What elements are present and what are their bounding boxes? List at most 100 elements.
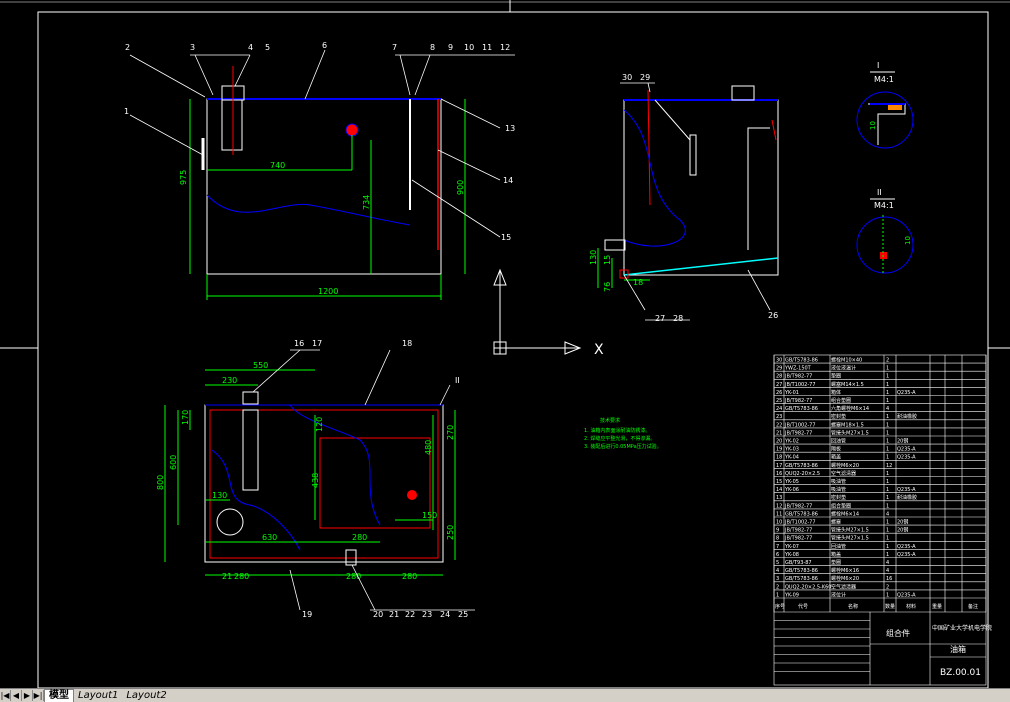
note-2: 2. 焊缝应平整光滑，不得渗漏。 xyxy=(584,435,655,442)
callout-20: 20 xyxy=(373,610,383,619)
callout-6: 6 xyxy=(322,41,327,50)
dim-plan-438: 438 xyxy=(311,473,320,488)
callout-22: 22 xyxy=(405,610,415,619)
last-tab-button[interactable]: ▶| xyxy=(33,690,44,701)
parts-list-cell-qty: 1 xyxy=(886,390,889,396)
parts-list-cell-name: 箱盖 xyxy=(831,551,841,558)
dim-front-975: 975 xyxy=(179,170,188,185)
detail-1: I M4:1 10 xyxy=(856,61,914,149)
parts-list-cell-qty: 2 xyxy=(886,584,889,590)
parts-list-cell-qty: 2 xyxy=(886,358,889,364)
dim-front-900: 900 xyxy=(456,180,465,195)
parts-list-cell-no: 6 xyxy=(776,552,779,558)
parts-list-cell-code: GB/T5783-86 xyxy=(785,406,818,412)
parts-list-cell-mat: Q235-A xyxy=(897,447,916,453)
callout-27: 27 xyxy=(655,314,665,323)
parts-list-cell-mat: 20钢 xyxy=(897,519,908,526)
parts-list-cell-qty: 1 xyxy=(886,495,889,501)
parts-list-cell-qty: 1 xyxy=(886,544,889,550)
parts-list-cell-no: 23 xyxy=(776,414,782,420)
parts-list-cell-code: YK-09 xyxy=(784,592,799,598)
parts-list-cell-mat: 耐油橡胶 xyxy=(897,494,917,501)
title-block-drawing-no: BZ.00.01 xyxy=(940,668,981,678)
callout-12: 12 xyxy=(500,43,510,52)
parts-list-cell-code: QUQ2-20×2.5-K60 xyxy=(785,584,831,590)
parts-list-cell-code: JB/T1002-77 xyxy=(784,520,816,526)
parts-list-cell-code: YK-03 xyxy=(784,447,799,453)
parts-list-cell-qty: 12 xyxy=(886,463,892,469)
detail-1-dim: 10 xyxy=(869,121,877,130)
axis-x-label: X xyxy=(594,342,604,358)
parts-list-cell-name: 空气滤清器 xyxy=(831,470,856,477)
title-block-school: 中国矿业大学机电学院 xyxy=(932,624,992,632)
detail-2-scale: M4:1 xyxy=(874,201,894,210)
parts-list-cell-name: 回油管 xyxy=(831,438,846,445)
parts-list-cell-code: JB/T982-77 xyxy=(784,536,812,542)
dim-plan-600: 600 xyxy=(169,455,178,470)
parts-list-cell-no: 11 xyxy=(776,511,782,517)
dim-plan-280d: 280 xyxy=(402,572,417,581)
detail-2-dim: 10 xyxy=(904,236,912,245)
parts-list-cell-qty: 1 xyxy=(886,471,889,477)
parts-list-cell-code: JB/T982-77 xyxy=(784,528,812,534)
parts-list-cell-no: 30 xyxy=(776,358,782,364)
callout-30: 30 xyxy=(622,73,632,82)
parts-list-cell-name: 液位液温计 xyxy=(831,365,856,372)
parts-list-cell-qty: 4 xyxy=(886,568,889,574)
parts-list-cell-no: 24 xyxy=(776,406,782,412)
parts-list-cell-code: YK-02 xyxy=(784,439,799,445)
parts-list-cell-no: 19 xyxy=(776,447,782,453)
parts-list-cell-no: 17 xyxy=(776,463,782,469)
dim-plan-630: 630 xyxy=(262,533,277,542)
title-block-drawing-name: 油箱 xyxy=(950,644,966,654)
callout-8: 8 xyxy=(430,43,435,52)
parts-list-cell-no: 16 xyxy=(776,471,782,477)
parts-list-cell-code: YK-05 xyxy=(784,479,799,485)
callout-18: 18 xyxy=(402,339,412,348)
detail-1-title: I xyxy=(877,61,879,70)
parts-list-cell-name: 组合垫圈 xyxy=(831,502,851,509)
tab-layout1[interactable]: Layout1 xyxy=(78,689,119,701)
parts-list-cell-mat: Q235-A xyxy=(897,544,916,550)
parts-list-cell-qty: 1 xyxy=(886,430,889,436)
callout-4: 4 xyxy=(248,43,253,52)
parts-list-cell-no: 14 xyxy=(776,487,782,493)
callout-16: 16 xyxy=(294,339,304,348)
parts-list-cell-qty: 1 xyxy=(886,374,889,380)
parts-list-cell-name: 箱盖 xyxy=(831,454,841,461)
parts-list-cell-qty: 1 xyxy=(886,455,889,461)
first-tab-button[interactable]: |◀ xyxy=(0,690,11,701)
ucs-icon: X xyxy=(493,268,604,358)
notes-title: 技术要求 xyxy=(600,417,620,424)
parts-list-cell-qty: 1 xyxy=(886,503,889,509)
parts-list-cell-no: 3 xyxy=(776,576,779,582)
parts-list-cell-code: JB/T982-77 xyxy=(784,503,812,509)
dim-plan-21: 21 xyxy=(222,572,232,581)
parts-list-cell-no: 21 xyxy=(776,430,782,436)
dim-plan-280b: 280 xyxy=(234,572,249,581)
parts-list-cell-code: GB/T5783-86 xyxy=(785,568,818,574)
parts-list-cell-code: YK-06 xyxy=(784,487,799,493)
parts-list-cell-qty: 4 xyxy=(886,511,889,517)
parts-list-cell-code: YK-04 xyxy=(784,455,799,461)
next-tab-button[interactable]: ▶ xyxy=(22,690,33,701)
front-view: 740 975 900 734 1200 2 3 4 5 6 xyxy=(124,41,515,300)
parts-list-cell-name: 液位计 xyxy=(831,591,846,598)
dim-plan-170: 170 xyxy=(181,410,190,425)
dim-side-76: 76 xyxy=(603,282,612,292)
tab-layout2[interactable]: Layout2 xyxy=(126,689,167,701)
dim-front-1200: 1200 xyxy=(318,287,338,296)
dim-plan-250: 250 xyxy=(446,525,455,540)
dim-side-130: 130 xyxy=(589,250,598,265)
parts-list-header-name: 名称 xyxy=(848,603,858,610)
parts-list-cell-code: YK-07 xyxy=(784,544,799,550)
drawing-frame xyxy=(37,11,989,688)
parts-list-cell-name: 吸油管 xyxy=(831,478,846,485)
prev-tab-button[interactable]: ◀ xyxy=(11,690,22,701)
tab-model[interactable]: 模型 xyxy=(44,689,74,702)
parts-list-cell-name: 螺塞M14×1.5 xyxy=(831,381,864,388)
parts-list-cell-code: YK-01 xyxy=(784,390,799,396)
callout-14: 14 xyxy=(503,176,513,185)
parts-list-cell-name: 螺栓M6×16 xyxy=(831,567,859,574)
